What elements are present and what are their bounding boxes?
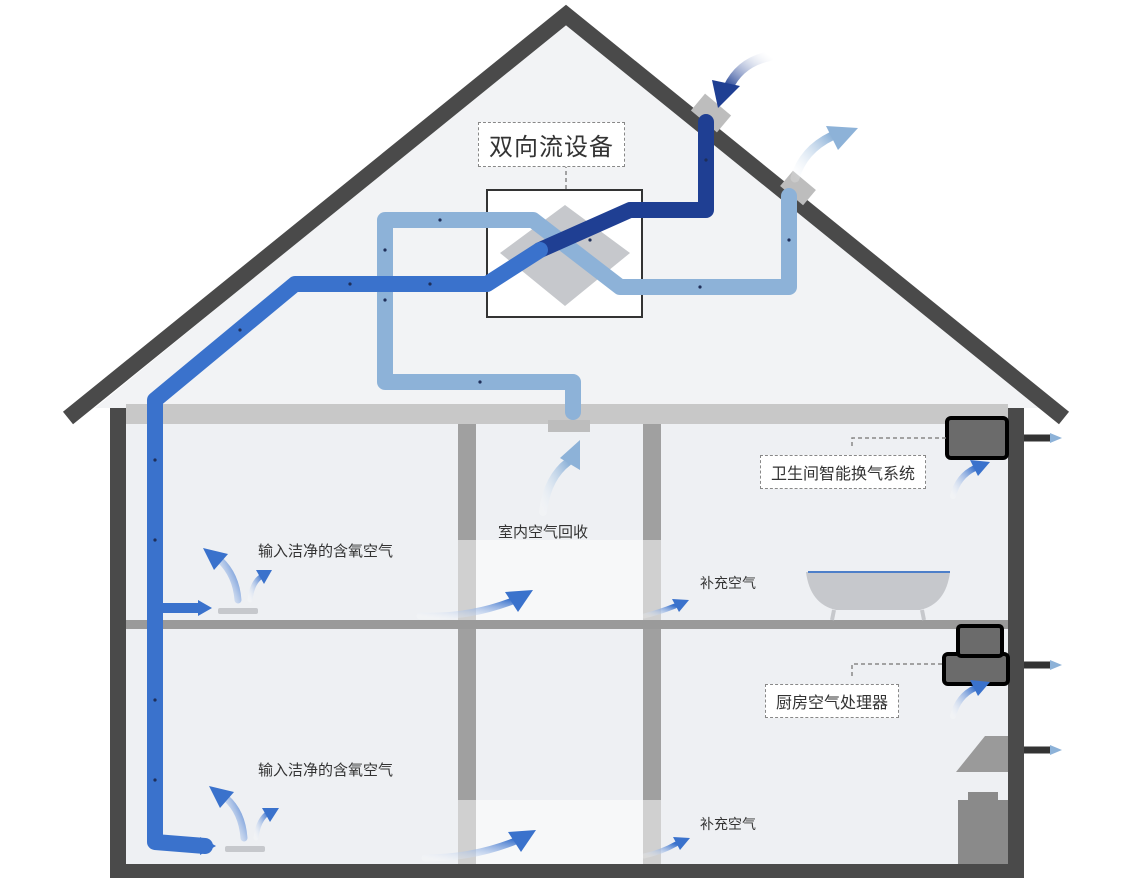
recovery-arrow-head: [560, 440, 580, 470]
kitchen-leader: [851, 663, 944, 676]
kitchen-processor-label: 厨房空气处理器: [765, 684, 900, 718]
room-flow-arrow-upper-head: [505, 590, 533, 612]
intake-vent: [690, 93, 732, 133]
fresh-air-arrow-lower-2-head: [262, 808, 279, 822]
intake-arrow: [723, 51, 775, 93]
stove-top: [968, 792, 998, 802]
fresh-air-arrow-lower-1: [222, 794, 248, 842]
kitchen-processor-unit: [942, 652, 1010, 686]
bathroom-leader: [851, 437, 946, 446]
room-flow-arrow-lower-head: [508, 830, 536, 852]
exhaust-arrow-head: [826, 126, 858, 150]
supply-branch-lower-head: [200, 837, 216, 855]
bathroom-system-label: 卫生间智能换气系统: [760, 455, 927, 489]
kitchen-exhaust-out-arrow: [1050, 660, 1062, 670]
left-wall: [110, 408, 126, 878]
bathroom-in-arrow: [950, 465, 978, 499]
kitchen-in-arrow: [950, 685, 978, 719]
supplement-lower-label: 补充空气: [700, 817, 756, 833]
duct-flow-dots: [153, 158, 791, 782]
bathtub-leg-right: [920, 609, 926, 621]
bathroom-in-arrow-head: [970, 460, 990, 476]
device-label: 双向流设备: [478, 122, 625, 167]
indoor-recovery-label: 室内空气回收: [498, 523, 589, 541]
diffuser-lower: [225, 846, 265, 852]
supplement-arrow-lower-head: [673, 837, 690, 850]
supplement-upper-label: 补充空气: [700, 576, 756, 592]
right-wall: [1008, 408, 1024, 878]
fresh-air-upper-label: 输入洁净的含氧空气: [258, 542, 394, 560]
supply-branch-upper-head: [198, 600, 212, 616]
kitchen-in-arrow-head: [970, 680, 990, 696]
bathtub-leg-left: [830, 609, 836, 621]
recovery-arrow: [539, 458, 572, 516]
range-hood: [956, 736, 1008, 772]
room-flow-arrow-lower: [421, 836, 522, 862]
stove: [958, 800, 1008, 864]
fresh-air-arrow-upper-1-head: [203, 548, 228, 570]
fresh-air-arrow-upper-2-head: [256, 570, 272, 584]
kitchen-processor-top: [956, 624, 1004, 658]
recovery-duct: [377, 188, 797, 420]
supplement-arrow-upper: [641, 603, 678, 619]
fresh-air-lower-label: 输入洁净的含氧空气: [258, 761, 394, 779]
supply-duct: [147, 242, 548, 854]
bathroom-exhaust-unit: [945, 416, 1009, 460]
recovery-grille: [548, 420, 590, 432]
bathtub: [806, 572, 950, 610]
roof: [62, 4, 1070, 425]
fresh-air-arrow-lower-1-head: [209, 786, 234, 808]
supplement-arrow-lower: [641, 841, 679, 859]
exhaust-vent: [780, 170, 816, 206]
exhaust-arrow: [790, 131, 837, 183]
intake-arrow-head: [712, 80, 740, 108]
middle-floor: [126, 620, 1008, 629]
bathroom-exhaust-out-arrow: [1050, 433, 1062, 443]
intake-duct: [532, 114, 714, 258]
fresh-air-arrow-upper-1: [216, 556, 242, 604]
supplement-arrow-upper-head: [672, 599, 689, 612]
hood-exhaust-out-arrow: [1050, 745, 1062, 755]
room-flow-arrow-upper: [416, 596, 519, 620]
door-gap-lower: [458, 800, 661, 864]
diffuser-upper: [218, 608, 258, 614]
ground-floor: [110, 864, 1024, 878]
